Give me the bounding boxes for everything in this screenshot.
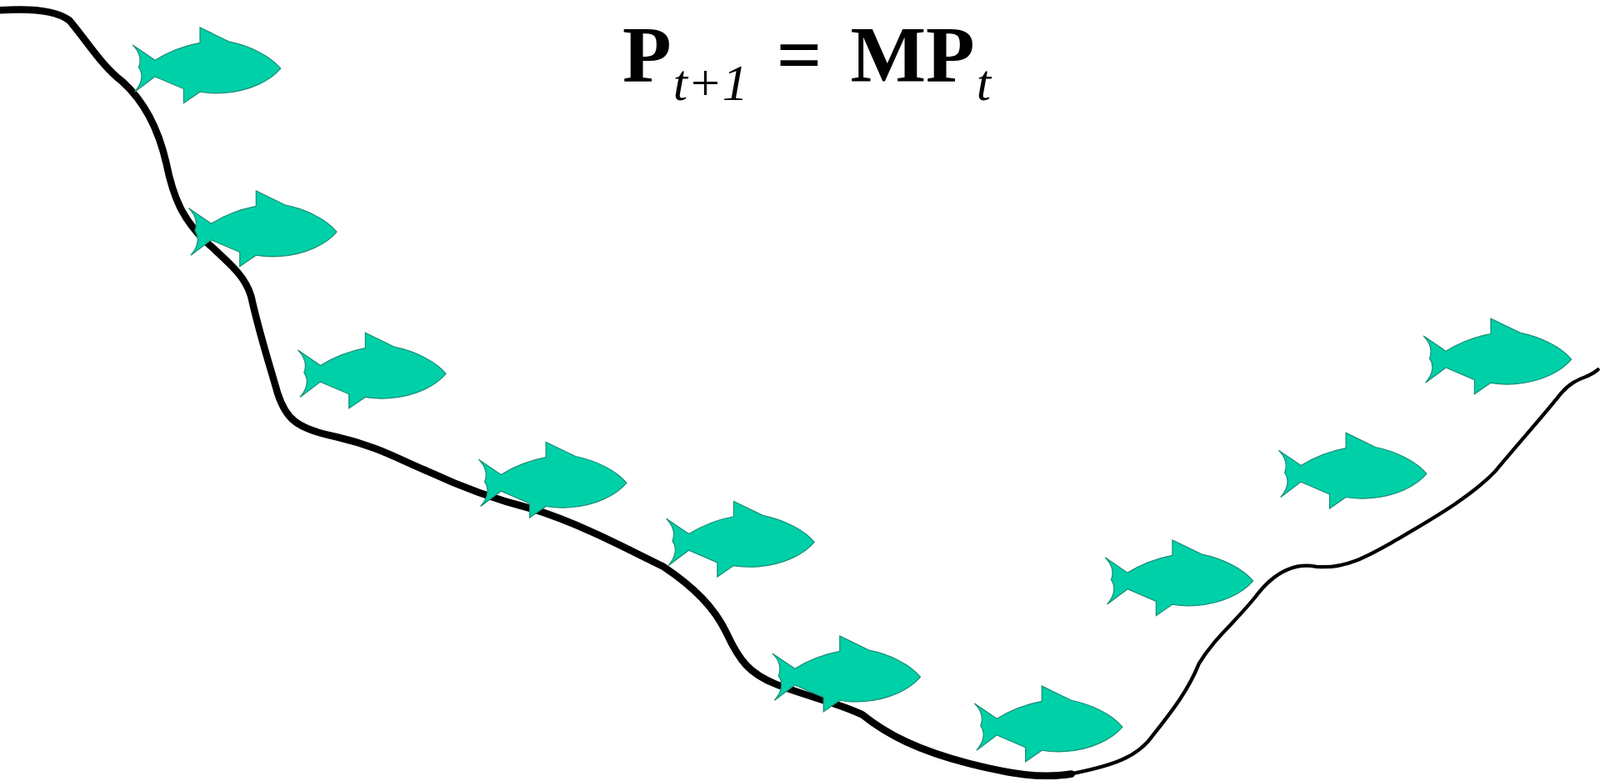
equation: Pt+1=MPt (622, 15, 991, 95)
valley-curve-right (1071, 369, 1599, 774)
matrix-vector-symbol: MP (850, 15, 975, 95)
valley-curve (0, 9, 1072, 775)
fish-school (132, 27, 1572, 762)
subscript: t+1 (673, 56, 749, 109)
subscript: t (976, 56, 991, 109)
equals-sign: = (776, 15, 823, 95)
vector-symbol: P (622, 15, 672, 95)
